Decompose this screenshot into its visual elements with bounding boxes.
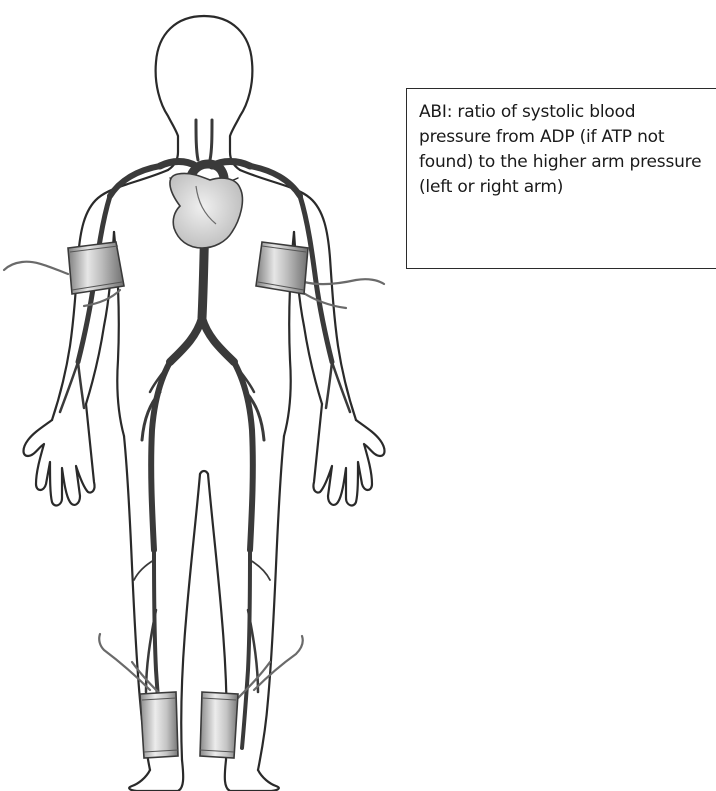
hand-outline-left [24,404,95,505]
heart-icon [170,173,242,248]
hand-outline-right [313,404,384,505]
arm-cuff-left [68,242,124,294]
arm-cuff-right [256,242,308,294]
body-outline [24,16,385,791]
torso-outline [52,170,168,420]
abi-definition-text: ABI: ratio of systolic blood pressure fr… [419,100,709,200]
foot-outline-right [225,760,279,791]
foot-outline-left [129,760,183,791]
ankle-cuff-right [200,692,238,758]
abi-definition-box: ABI: ratio of systolic blood pressure fr… [406,88,716,269]
ankle-cuff-left [140,692,178,758]
